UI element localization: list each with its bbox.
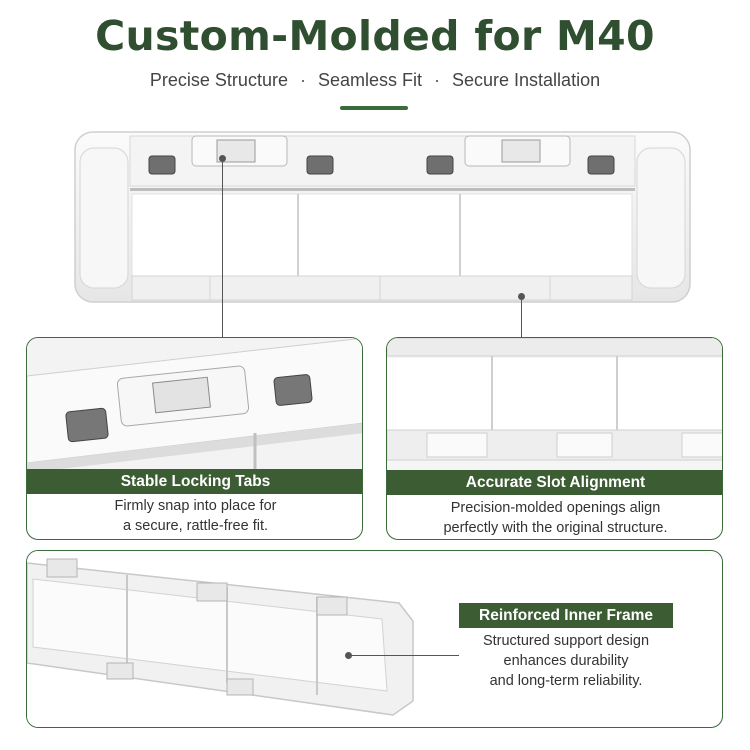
description-line: Precision-molded openings align (450, 500, 661, 516)
subtitle-separator: · (299, 70, 306, 90)
feature-description: Precision-molded openings align perfectl… (387, 498, 722, 538)
description-line: a secure, rattle-free fit. (122, 518, 269, 534)
feature-label: Reinforced Inner Frame (459, 603, 673, 628)
feature-label: Stable Locking Tabs (27, 469, 362, 494)
slot-alignment-closeup-image (387, 338, 722, 473)
feature-card-slot-alignment: Accurate Slot Alignment Precision-molded… (386, 337, 723, 540)
description-line: and long-term reliability. (489, 673, 643, 689)
inner-frame-image (27, 551, 427, 727)
connector-dot-slot-alignment (518, 293, 525, 300)
feature-label: Accurate Slot Alignment (387, 470, 722, 495)
hero-product-image (74, 131, 691, 303)
description-line: enhances durability (503, 653, 629, 669)
page-title: Custom-Molded for M40 (95, 12, 655, 60)
description-line: perfectly with the original structure. (443, 520, 668, 536)
feature-description: Firmly snap into place for a secure, rat… (27, 496, 362, 536)
locking-tab-closeup-image (27, 338, 362, 473)
subtitle-item-structure: Precise Structure (149, 70, 288, 90)
feature-card-inner-frame: Reinforced Inner Frame Structured suppor… (26, 550, 723, 728)
connector-dot-inner-frame (345, 652, 352, 659)
subtitle: Precise Structure · Seamless Fit · Secure In… (0, 70, 750, 91)
connector-line-slot-alignment (521, 298, 522, 338)
subtitle-item-fit: Seamless Fit (317, 70, 422, 90)
feature-card-locking-tabs: Stable Locking Tabs Firmly snap into pla… (26, 337, 363, 540)
description-line: Structured support design (482, 633, 650, 649)
subtitle-separator: · (434, 70, 440, 90)
feature-description: Structured support design enhances durab… (439, 631, 693, 691)
title-underline (340, 106, 408, 110)
connector-line-inner-frame (351, 655, 459, 656)
connector-line-locking-tabs (222, 160, 223, 337)
description-line: Firmly snap into place for (114, 498, 277, 514)
connector-dot-locking-tabs (219, 155, 226, 162)
subtitle-item-installation: Secure Installation (452, 70, 601, 90)
